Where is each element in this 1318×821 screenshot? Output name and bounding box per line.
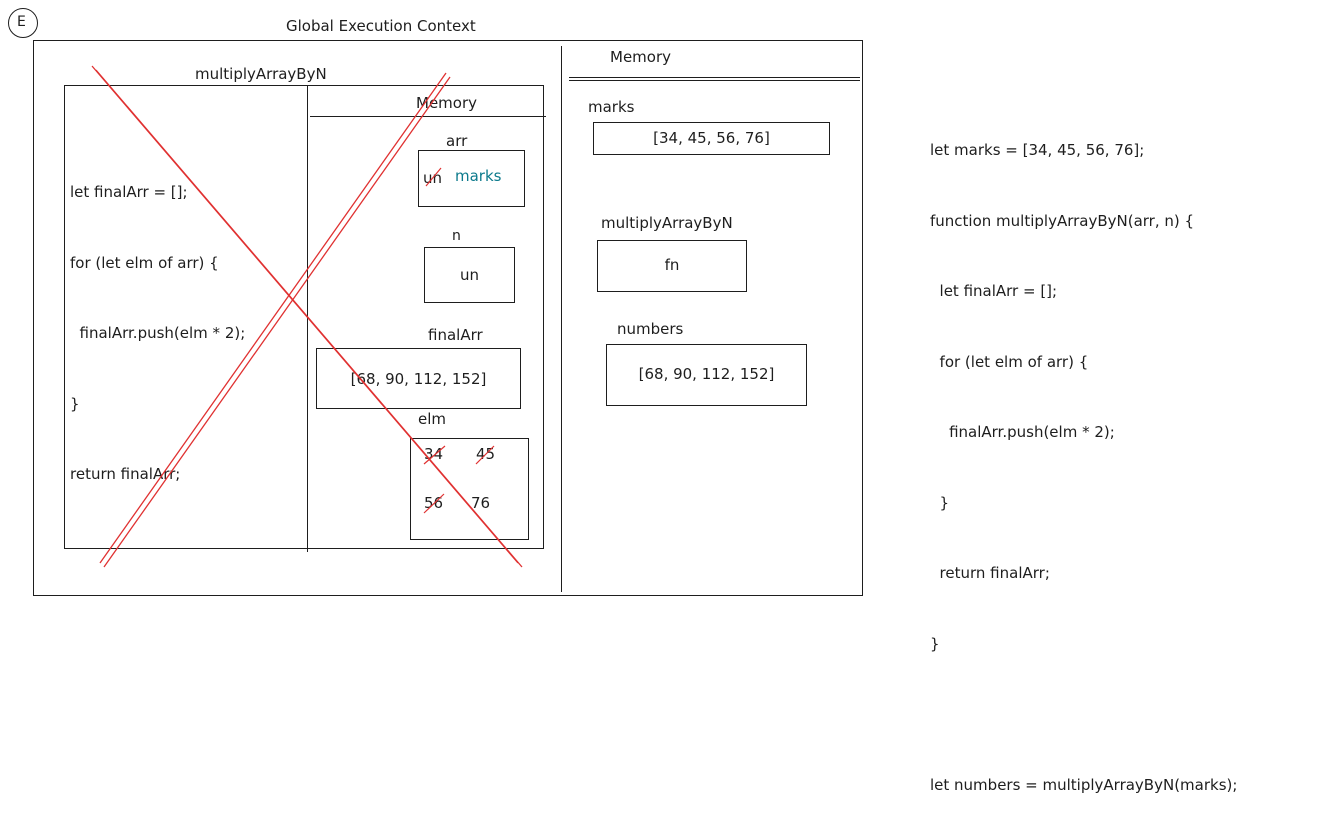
source-code-line: function multiplyArrayByN(arr, n) {: [930, 211, 1195, 230]
function-memory-elm-value: 45: [476, 445, 496, 463]
function-memory-value-n: un: [459, 266, 479, 284]
function-code-line: for (let elm of arr) {: [70, 253, 219, 272]
function-code-block: let finalArr = []; for (let elm of arr) …: [70, 134, 245, 510]
function-memory-elm-value: 34: [424, 445, 444, 463]
source-code-line: finalArr.push(elm * 2);: [930, 423, 1115, 441]
function-memory-value-finalArr: [68, 90, 112, 152]: [350, 370, 487, 388]
function-code-line: }: [70, 394, 80, 413]
source-code-block: let marks = [34, 45, 56, 76]; function m…: [930, 92, 1237, 821]
memory-value-numbers: [68, 90, 112, 152]: [638, 365, 775, 383]
function-memory-arr-new-value: marks: [455, 167, 502, 185]
source-code-line: }: [930, 493, 950, 512]
function-memory-elm-value: 76: [471, 494, 491, 512]
function-context-title: multiplyArrayByN: [195, 65, 327, 83]
global-divider: [561, 46, 562, 592]
function-memory-heading-rule: [310, 116, 546, 117]
global-context-frame: [33, 40, 863, 596]
function-code-line: let finalArr = [];: [70, 183, 188, 201]
function-code-line: return finalArr;: [70, 465, 181, 483]
function-code-line: finalArr.push(elm * 2);: [70, 324, 246, 342]
memory-box-multiplyArrayByN: [597, 240, 747, 292]
source-code-line: [930, 703, 1237, 727]
function-memory-heading: Memory: [416, 94, 478, 112]
memory-value-marks: [34, 45, 56, 76]: [653, 129, 770, 147]
source-code-line: let finalArr = [];: [930, 282, 1058, 300]
context-badge-letter: E: [17, 14, 26, 30]
source-code-line: return finalArr;: [930, 564, 1050, 582]
memory-value-multiplyArrayByN: fn: [664, 256, 680, 274]
global-memory-heading: Memory: [610, 48, 672, 66]
source-code-line: for (let elm of arr) {: [930, 352, 1089, 371]
function-memory-label-finalArr: finalArr: [428, 326, 483, 344]
function-memory-label-arr: arr: [446, 132, 468, 150]
memory-box-numbers: [606, 344, 807, 406]
function-memory-arr-old-value: un: [423, 169, 443, 187]
memory-label-numbers: numbers: [617, 320, 684, 338]
function-memory-elm-value: 56: [424, 494, 444, 512]
source-code-line: }: [930, 634, 940, 653]
source-code-line: let numbers = multiplyArrayByN(marks);: [930, 775, 1238, 794]
function-context-divider: [307, 86, 308, 552]
memory-label-marks: marks: [588, 98, 635, 116]
context-badge: [8, 8, 38, 38]
memory-label-multiplyArrayByN: multiplyArrayByN: [601, 214, 733, 232]
function-memory-label-n: n: [452, 228, 461, 244]
global-memory-heading-rule-2: [569, 80, 860, 81]
function-memory-label-elm: elm: [418, 410, 447, 428]
source-code-line: let marks = [34, 45, 56, 76];: [930, 141, 1145, 159]
memory-box-marks: [593, 122, 830, 155]
global-memory-heading-rule: [569, 77, 860, 78]
global-context-title: Global Execution Context: [286, 17, 476, 35]
